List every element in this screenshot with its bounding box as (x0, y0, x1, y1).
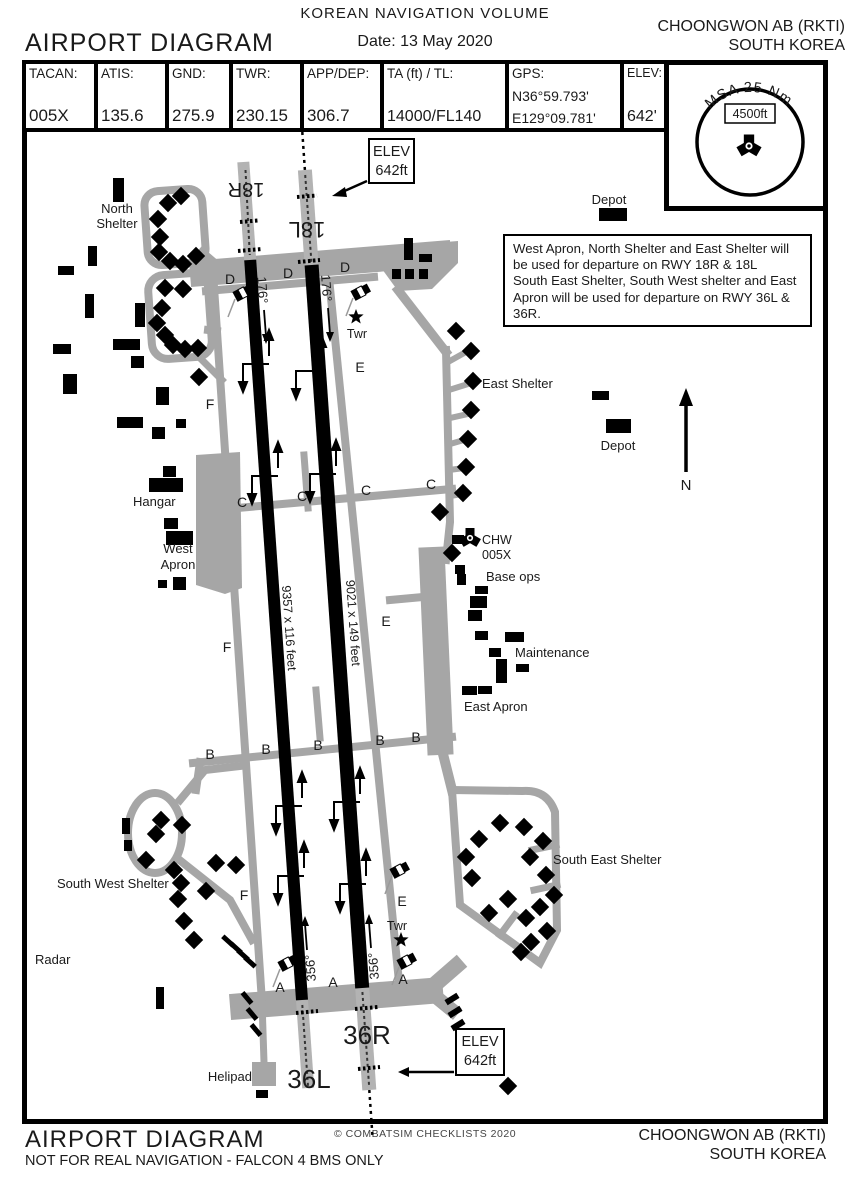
label-radar: Radar (35, 952, 71, 967)
msa-circle (695, 87, 805, 197)
label-south-east-shelter: South East Shelter (553, 852, 662, 867)
runway-heading-176-east: 176° (318, 274, 335, 302)
svg-text:F: F (223, 639, 232, 655)
atis-cell: ATIS: 135.6 (98, 64, 165, 128)
runway-heading-176-west: 176° (254, 276, 271, 304)
svg-text:E: E (397, 893, 406, 909)
svg-text:B: B (205, 746, 214, 762)
label-tacan-channel: 005X (482, 548, 512, 562)
svg-text:C: C (237, 494, 247, 510)
note-line: South East Shelter, South West shelter a… (513, 273, 797, 289)
elev-arrow-bottom (398, 1067, 454, 1077)
svg-text:D: D (340, 259, 350, 275)
elev-cell: ELEV: 642' (624, 64, 664, 128)
footer-airport: CHOONGWON AB (RKTI) SOUTH KOREA (638, 1126, 826, 1164)
airport-name: CHOONGWON AB (RKTI) (657, 18, 845, 35)
label-east-apron: East Apron (464, 699, 528, 714)
footer-title: AIRPORT DIAGRAM (25, 1126, 265, 1153)
departure-note-box: West Apron, North Shelter and East Shelt… (503, 234, 812, 327)
label-north-letter: N (681, 477, 692, 494)
tacan-icon (736, 134, 762, 157)
label-east-shelter: East Shelter (482, 376, 553, 391)
tower-star-icon (348, 309, 364, 324)
elev-callout-bottom: ELEV 642ft (455, 1028, 505, 1076)
gps-lon: E129°09.781' (512, 110, 596, 126)
label-helipad: Helipad (208, 1069, 252, 1084)
footer-airport-name: CHOONGWON AB (RKTI) (638, 1127, 826, 1144)
ta-tl-cell: TA (ft) / TL: 14000/FL140 (384, 64, 505, 128)
country-name: SOUTH KOREA (728, 37, 845, 54)
twr-cell: TWR: 230.15 (233, 64, 300, 128)
svg-text:B: B (261, 741, 270, 757)
elev-callout-top: ELEV 642ft (368, 138, 415, 184)
svg-text:F: F (206, 396, 215, 412)
date-label: Date: 13 May 2020 (357, 33, 493, 50)
elev-arrow-top (332, 179, 368, 197)
svg-text:A: A (328, 974, 338, 990)
runway-dim-west: 9357 x 116 feet (279, 585, 299, 672)
heading-arrows (262, 307, 373, 951)
svg-text:C: C (426, 476, 436, 492)
svg-text:A: A (398, 971, 408, 987)
runway-heading-356-west: 356° (302, 954, 319, 982)
svg-text:D: D (225, 271, 235, 287)
label-tower-top: Twr (347, 327, 367, 341)
footer-disclaimer: NOT FOR REAL NAVIGATION - FALCON 4 BMS O… (25, 1153, 384, 1169)
gnd-cell: GND: 275.9 (169, 64, 229, 128)
windsock-icon (345, 281, 373, 317)
label-depot-top: Depot (592, 192, 627, 207)
label-south-west-shelter: South West Shelter (57, 876, 169, 891)
msa-box: MSA 25 Nm 4500ft (664, 60, 828, 211)
label-tower-bottom: Twr (387, 919, 407, 933)
gps-lat: N36°59.793' (512, 87, 589, 104)
tacan-cell: TACAN: 005X (26, 64, 94, 128)
volume-title: KOREAN NAVIGATION VOLUME (300, 5, 550, 22)
taxiway-letters: D D D C C C C B B B B B A A A E E E F F F (205, 259, 436, 995)
svg-text:B: B (411, 729, 420, 745)
label-maintenance: Maintenance (515, 645, 589, 660)
footer-country: SOUTH KOREA (709, 1146, 826, 1163)
msa-altitude-box (724, 103, 776, 124)
north-arrow (679, 388, 693, 472)
footer-copyright: © COMBATSIM CHECKLISTS 2020 (333, 1128, 517, 1140)
svg-text:D: D (283, 265, 293, 281)
svg-text:C: C (361, 482, 371, 498)
gps-cell: GPS: N36°59.793' E129°09.781' (509, 64, 620, 128)
label-hangar: Hangar (133, 494, 176, 509)
app-dep-cell: APP/DEP: 306.7 (304, 64, 380, 128)
taxiway-network (124, 185, 562, 1086)
runway-label-18R: 18R (228, 178, 265, 200)
runway-label-36R: 36R (343, 1020, 391, 1050)
runway-label-36L: 36L (287, 1064, 330, 1094)
airport-name-header: CHOONGWON AB (RKTI) SOUTH KOREA (657, 17, 845, 55)
label-base-ops: Base ops (486, 569, 541, 584)
page-title: AIRPORT DIAGRAM (25, 29, 274, 57)
note-line: West Apron, North Shelter and East Shelt… (513, 241, 790, 256)
tacan-station-icon (459, 528, 481, 547)
svg-text:A: A (275, 979, 285, 995)
svg-text:C: C (297, 488, 307, 504)
svg-text:E: E (355, 359, 364, 375)
frequency-table: TACAN: 005X ATIS: 135.6 GND: 275.9 TWR: … (22, 60, 668, 132)
note-line: 36R. (513, 305, 541, 321)
svg-text:B: B (375, 732, 384, 748)
msa-altitude: 4500ft (733, 107, 768, 121)
label-depot-right: Depot (601, 438, 636, 453)
svg-text:B: B (313, 737, 322, 753)
svg-text:E: E (381, 613, 390, 629)
note-line: Apron will be used for departure on RWY … (513, 289, 790, 305)
runway-label-18L: 18L (289, 217, 326, 242)
note-line: be used for departure on RWY 18R & 18L (513, 257, 758, 273)
svg-text:F: F (240, 887, 249, 903)
runway-dim-east: 9021 x 149 feet (343, 580, 363, 667)
buildings-group (53, 178, 631, 1098)
runway-heading-356-east: 356° (365, 952, 382, 980)
label-tacan-name: CHW (482, 533, 512, 547)
